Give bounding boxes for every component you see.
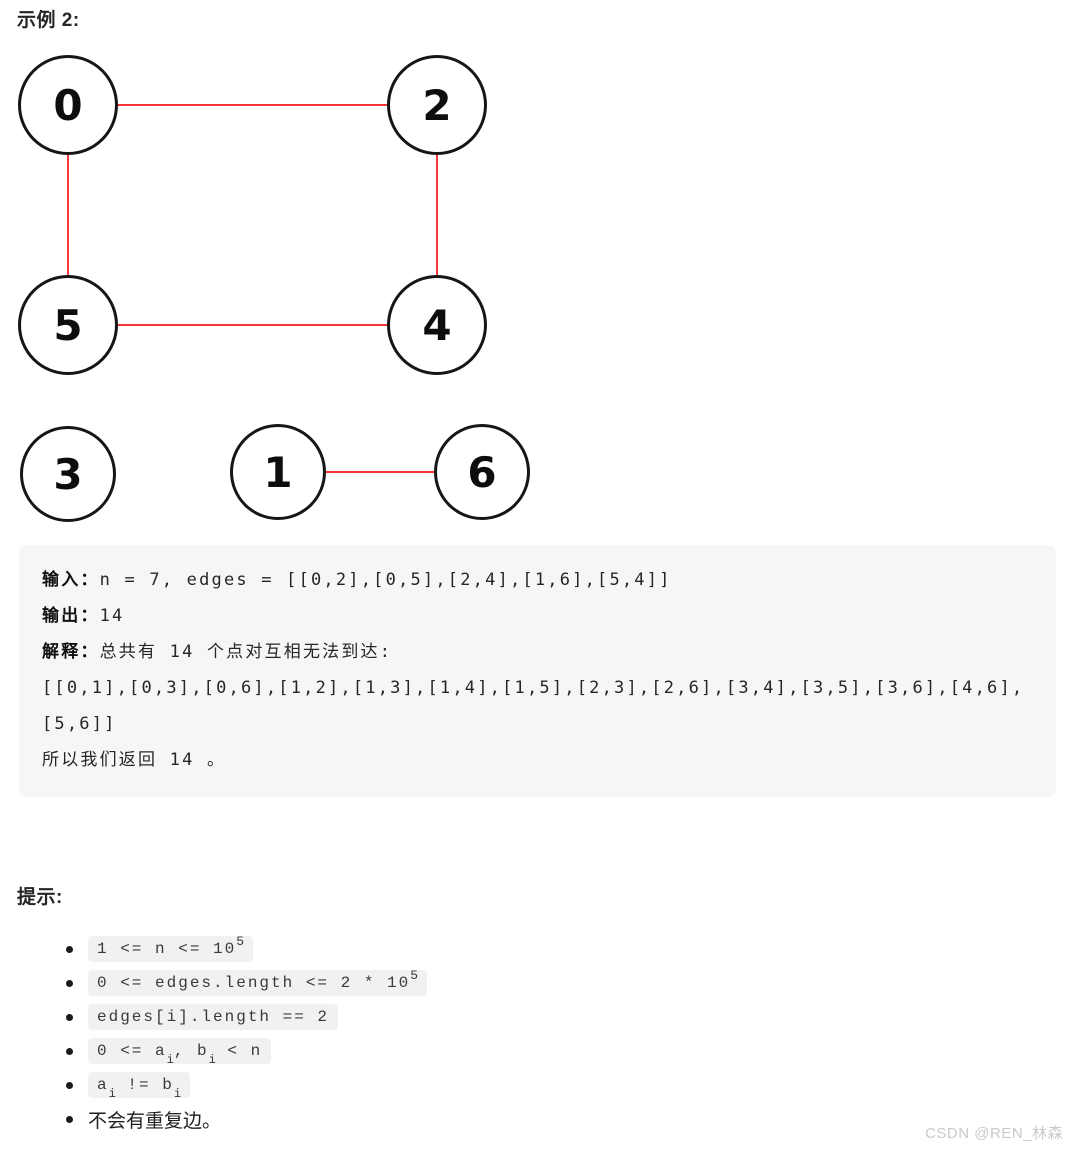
hint-item-n-range: 1 <= n <= 105 [66, 932, 427, 966]
superscript: 5 [410, 967, 419, 983]
graph-edge-2-4 [436, 155, 438, 275]
graph-node-2-label: 2 [422, 80, 452, 130]
graph-node-2: 2 [387, 55, 487, 155]
subscript: i [108, 1087, 116, 1102]
hints-list: 1 <= n <= 105 0 <= edges.length <= 2 * 1… [66, 932, 428, 1136]
pairs-list-line-1: [[0,1],[0,3],[0,6],[1,2],[1,3],[1,4],[1,… [42, 678, 1025, 698]
csdn-watermark: CSDN @REN_林森 [925, 1125, 1063, 1142]
graph-figure: 0 2 5 4 3 1 6 [0, 50, 545, 530]
constraint-code-chip: ai != bi [88, 1072, 191, 1102]
constraint-code-chip: edges[i].length == 2 [88, 1004, 339, 1030]
pairs-list-line-2: [5,6]] [42, 714, 117, 734]
constraint-code-chip: 0 <= edges.length <= 2 * 105 [88, 967, 428, 996]
graph-node-1: 1 [230, 424, 326, 520]
hint-item-edge-pair-length: edges[i].length == 2 [66, 1000, 427, 1034]
graph-node-0-label: 0 [53, 80, 83, 130]
graph-node-4: 4 [387, 275, 487, 375]
hints-title: 提示: [17, 887, 63, 908]
output-value: 14 [99, 606, 125, 626]
example-input-line: 输入：n = 7, edges = [[0,2],[0,5],[2,4],[1,… [42, 562, 1033, 598]
example-explanation-line: 解释：总共有 14 个点对互相无法到达: [42, 634, 1033, 670]
graph-edge-0-5 [67, 155, 69, 275]
output-label: 输出： [42, 606, 100, 626]
graph-node-0: 0 [18, 55, 118, 155]
constraint-code-chip: 1 <= n <= 105 [88, 933, 254, 962]
explanation-label: 解释： [42, 642, 100, 662]
graph-node-4-label: 4 [422, 300, 452, 350]
graph-edge-1-6 [326, 471, 434, 473]
subscript: i [166, 1053, 174, 1068]
constraint-code-chip: 0 <= ai, bi < n [88, 1038, 272, 1068]
graph-node-6: 6 [434, 424, 530, 520]
hint-item-ab-range: 0 <= ai, bi < n [66, 1034, 427, 1068]
example-title: 示例 2: [17, 10, 80, 31]
superscript: 5 [236, 933, 245, 949]
graph-node-3: 3 [20, 426, 116, 522]
graph-edge-0-2 [118, 104, 387, 106]
hint-item-no-duplicate-edges: 不会有重复边。 [66, 1102, 427, 1136]
graph-node-3-label: 3 [53, 449, 83, 499]
explanation-text: 总共有 14 个点对互相无法到达: [99, 642, 393, 662]
example-output-line: 输出：14 [42, 598, 1033, 634]
graph-node-1-label: 1 [263, 447, 293, 497]
graph-node-5: 5 [18, 275, 118, 375]
graph-node-5-label: 5 [53, 300, 83, 350]
hint-item-a-neq-b: ai != bi [66, 1068, 427, 1102]
graph-node-6-label: 6 [467, 447, 497, 497]
input-value: n = 7, edges = [[0,2],[0,5],[2,4],[1,6],… [99, 570, 672, 590]
subscript: i [208, 1053, 216, 1068]
hint-item-edges-length-range: 0 <= edges.length <= 2 * 105 [66, 966, 428, 1000]
example-code-block: 输入：n = 7, edges = [[0,2],[0,5],[2,4],[1,… [19, 545, 1056, 797]
subscript: i [173, 1087, 182, 1102]
input-label: 输入： [42, 570, 100, 590]
graph-edge-5-4 [118, 324, 387, 326]
return-statement-line: 所以我们返回 14 。 [42, 750, 227, 770]
